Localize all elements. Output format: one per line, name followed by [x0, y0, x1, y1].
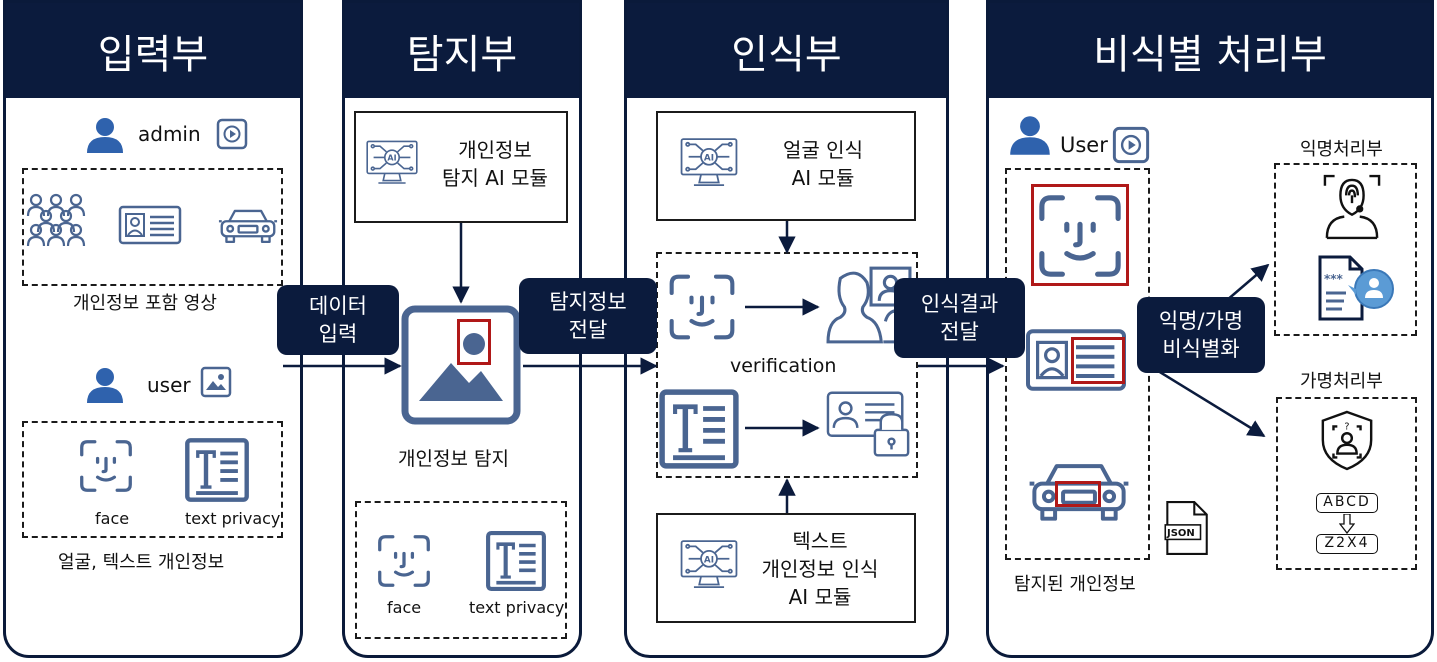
face-text-sample-box — [22, 421, 283, 538]
detect-ai-module-box — [354, 111, 568, 223]
anon-box — [1274, 163, 1417, 336]
detect-ai-module-text: 개인정보 탐지 AI 모듈 — [442, 138, 548, 190]
face-ai-module-text: 얼굴 인식 AI 모듈 — [783, 138, 863, 190]
down-arrow-icon — [1339, 514, 1355, 534]
verification-label: verification — [730, 355, 837, 377]
id-text-red-box — [1071, 337, 1125, 384]
cipher-code-box: Z2X4 — [1316, 534, 1378, 554]
detect-sample-box — [355, 501, 567, 639]
detected-face-dot — [463, 333, 485, 355]
plain-code-box: ABCD — [1316, 493, 1378, 513]
video-sample-box — [22, 168, 283, 286]
face-red-box — [1031, 184, 1129, 286]
cipher-code: Z2X4 — [1324, 535, 1370, 551]
face-highlight-box — [457, 319, 491, 365]
user-label: user — [147, 373, 191, 397]
detect-text-label: text privacy — [469, 598, 565, 617]
video-caption: 개인정보 포함 영상 — [73, 293, 217, 314]
pseudo-title: 가명처리부 — [1300, 371, 1383, 392]
recog-transfer-pill: 인식결과 전달 — [894, 278, 1025, 358]
data-input-pill: 데이터 입력 — [277, 285, 399, 355]
panel-title-detect: 탐지부 — [345, 3, 579, 98]
deid-user-label: User — [1060, 133, 1108, 157]
json-label: JSON — [1167, 528, 1195, 539]
plain-code: ABCD — [1323, 494, 1371, 510]
detected-caption: 탐지된 개인정보 — [1014, 574, 1136, 595]
detect-face-label: face — [387, 598, 422, 617]
face-text-caption: 얼굴, 텍스트 개인정보 — [58, 552, 225, 573]
anon-pseudo-pill: 익명/가명 비식별화 — [1137, 297, 1265, 373]
detect-caption: 개인정보 탐지 — [398, 448, 509, 470]
anon-title: 익명처리부 — [1300, 139, 1383, 160]
text-privacy-label: text privacy — [185, 509, 281, 528]
panel-title-input: 입력부 — [6, 3, 300, 98]
face-label: face — [95, 509, 130, 528]
detect-transfer-pill: 탐지정보 전달 — [519, 278, 657, 354]
text-ai-module-text: 텍스트 개인정보 인식 AI 모듈 — [761, 529, 879, 609]
pseudo-box — [1276, 397, 1417, 570]
panel-title-recog: 인식부 — [627, 3, 946, 98]
admin-label: admin — [138, 122, 201, 146]
plate-red-box — [1055, 481, 1101, 507]
panel-input: 입력부 — [3, 0, 303, 658]
panel-title-deid: 비식별 처리부 — [989, 3, 1431, 98]
